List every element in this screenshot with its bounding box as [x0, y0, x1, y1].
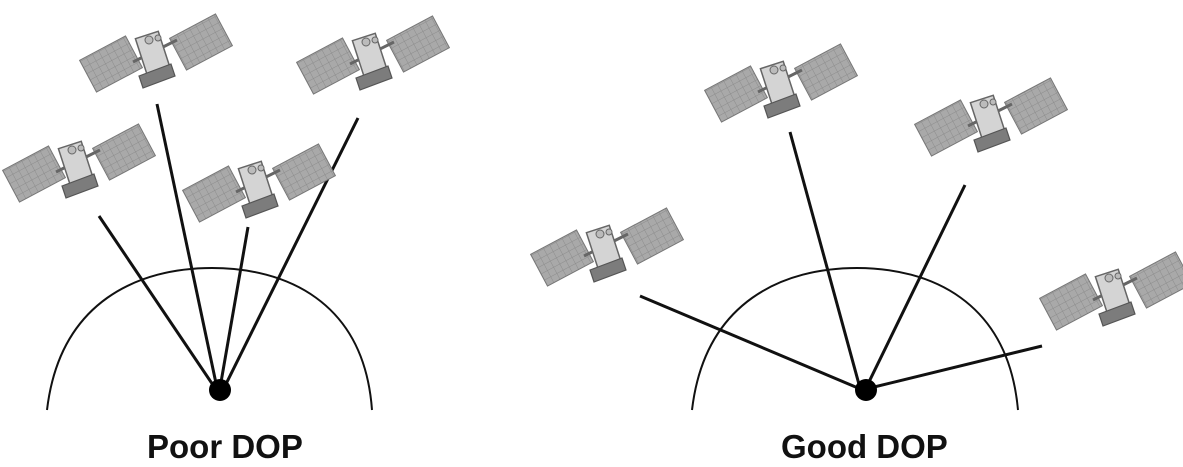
signal-line: [864, 184, 967, 389]
poor-dop-panel: [1, 12, 451, 411]
satellite-icon: [1038, 250, 1183, 332]
good-dop-caption: Good DOP: [781, 428, 948, 465]
signal-line: [155, 103, 219, 389]
signal-line: [222, 117, 360, 389]
receiver-dot-icon: [209, 379, 231, 401]
signal-line: [788, 131, 862, 389]
satellite-icon: [529, 206, 685, 288]
horizon-arc: [46, 266, 373, 411]
receiver-dot-icon: [855, 379, 877, 401]
signal-line: [218, 226, 250, 389]
good-dop-panel: [529, 42, 1183, 411]
satellite-icon: [78, 12, 234, 94]
signal-line: [97, 215, 217, 389]
signal-line: [869, 344, 1043, 390]
satellite-icon: [913, 76, 1069, 158]
poor-dop-caption: Poor DOP: [147, 428, 303, 465]
horizon-arc: [691, 266, 1019, 411]
satellite-icon: [703, 42, 859, 124]
satellite-icon: [1, 122, 157, 204]
signal-line: [639, 294, 859, 390]
satellite-icon: [295, 14, 451, 96]
